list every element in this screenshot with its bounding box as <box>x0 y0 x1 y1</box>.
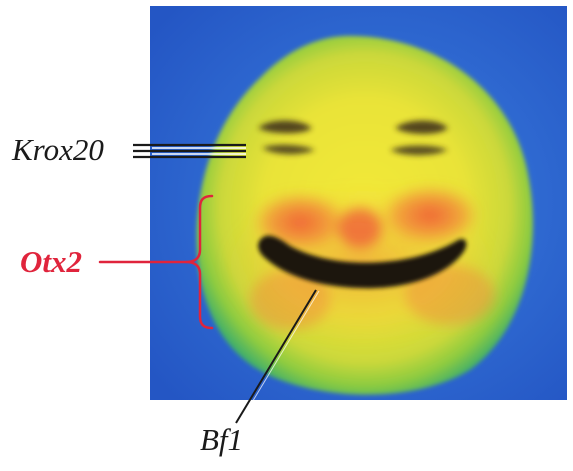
bf1-pointer-white <box>238 290 320 425</box>
bf1-label: Bf1 <box>200 422 244 457</box>
krox20-pointer-white <box>152 147 246 155</box>
otx2-label: Otx2 <box>20 244 82 279</box>
bf1-expression <box>258 235 467 289</box>
otx2-expression <box>220 185 500 345</box>
krox20-pointer <box>133 143 246 159</box>
bf1-pointer <box>235 289 317 424</box>
krox20-label: Krox20 <box>12 132 104 167</box>
otx2-bracket <box>98 194 214 330</box>
krox20-expression <box>258 120 448 156</box>
